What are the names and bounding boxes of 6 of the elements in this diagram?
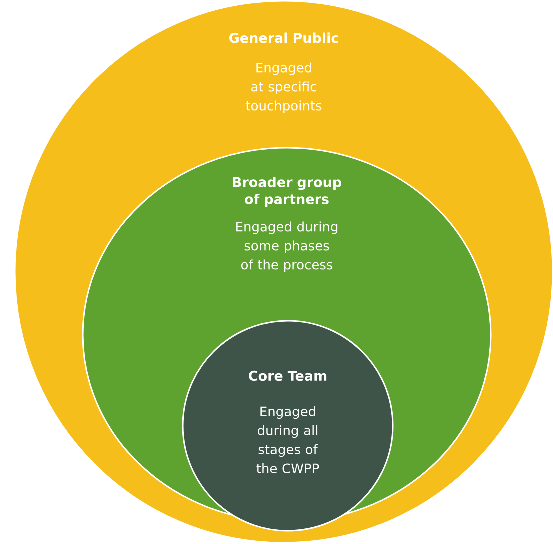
description: Engaged during some phases of the process: [236, 222, 338, 272]
heading: Broader group of partners: [233, 176, 342, 208]
heading: Core Team: [249, 370, 327, 382]
heading: General Public: [230, 32, 338, 44]
description: Engaged during all stages of the CWPP: [256, 406, 320, 474]
description: Engaged at specific touchpoints: [246, 62, 322, 114]
